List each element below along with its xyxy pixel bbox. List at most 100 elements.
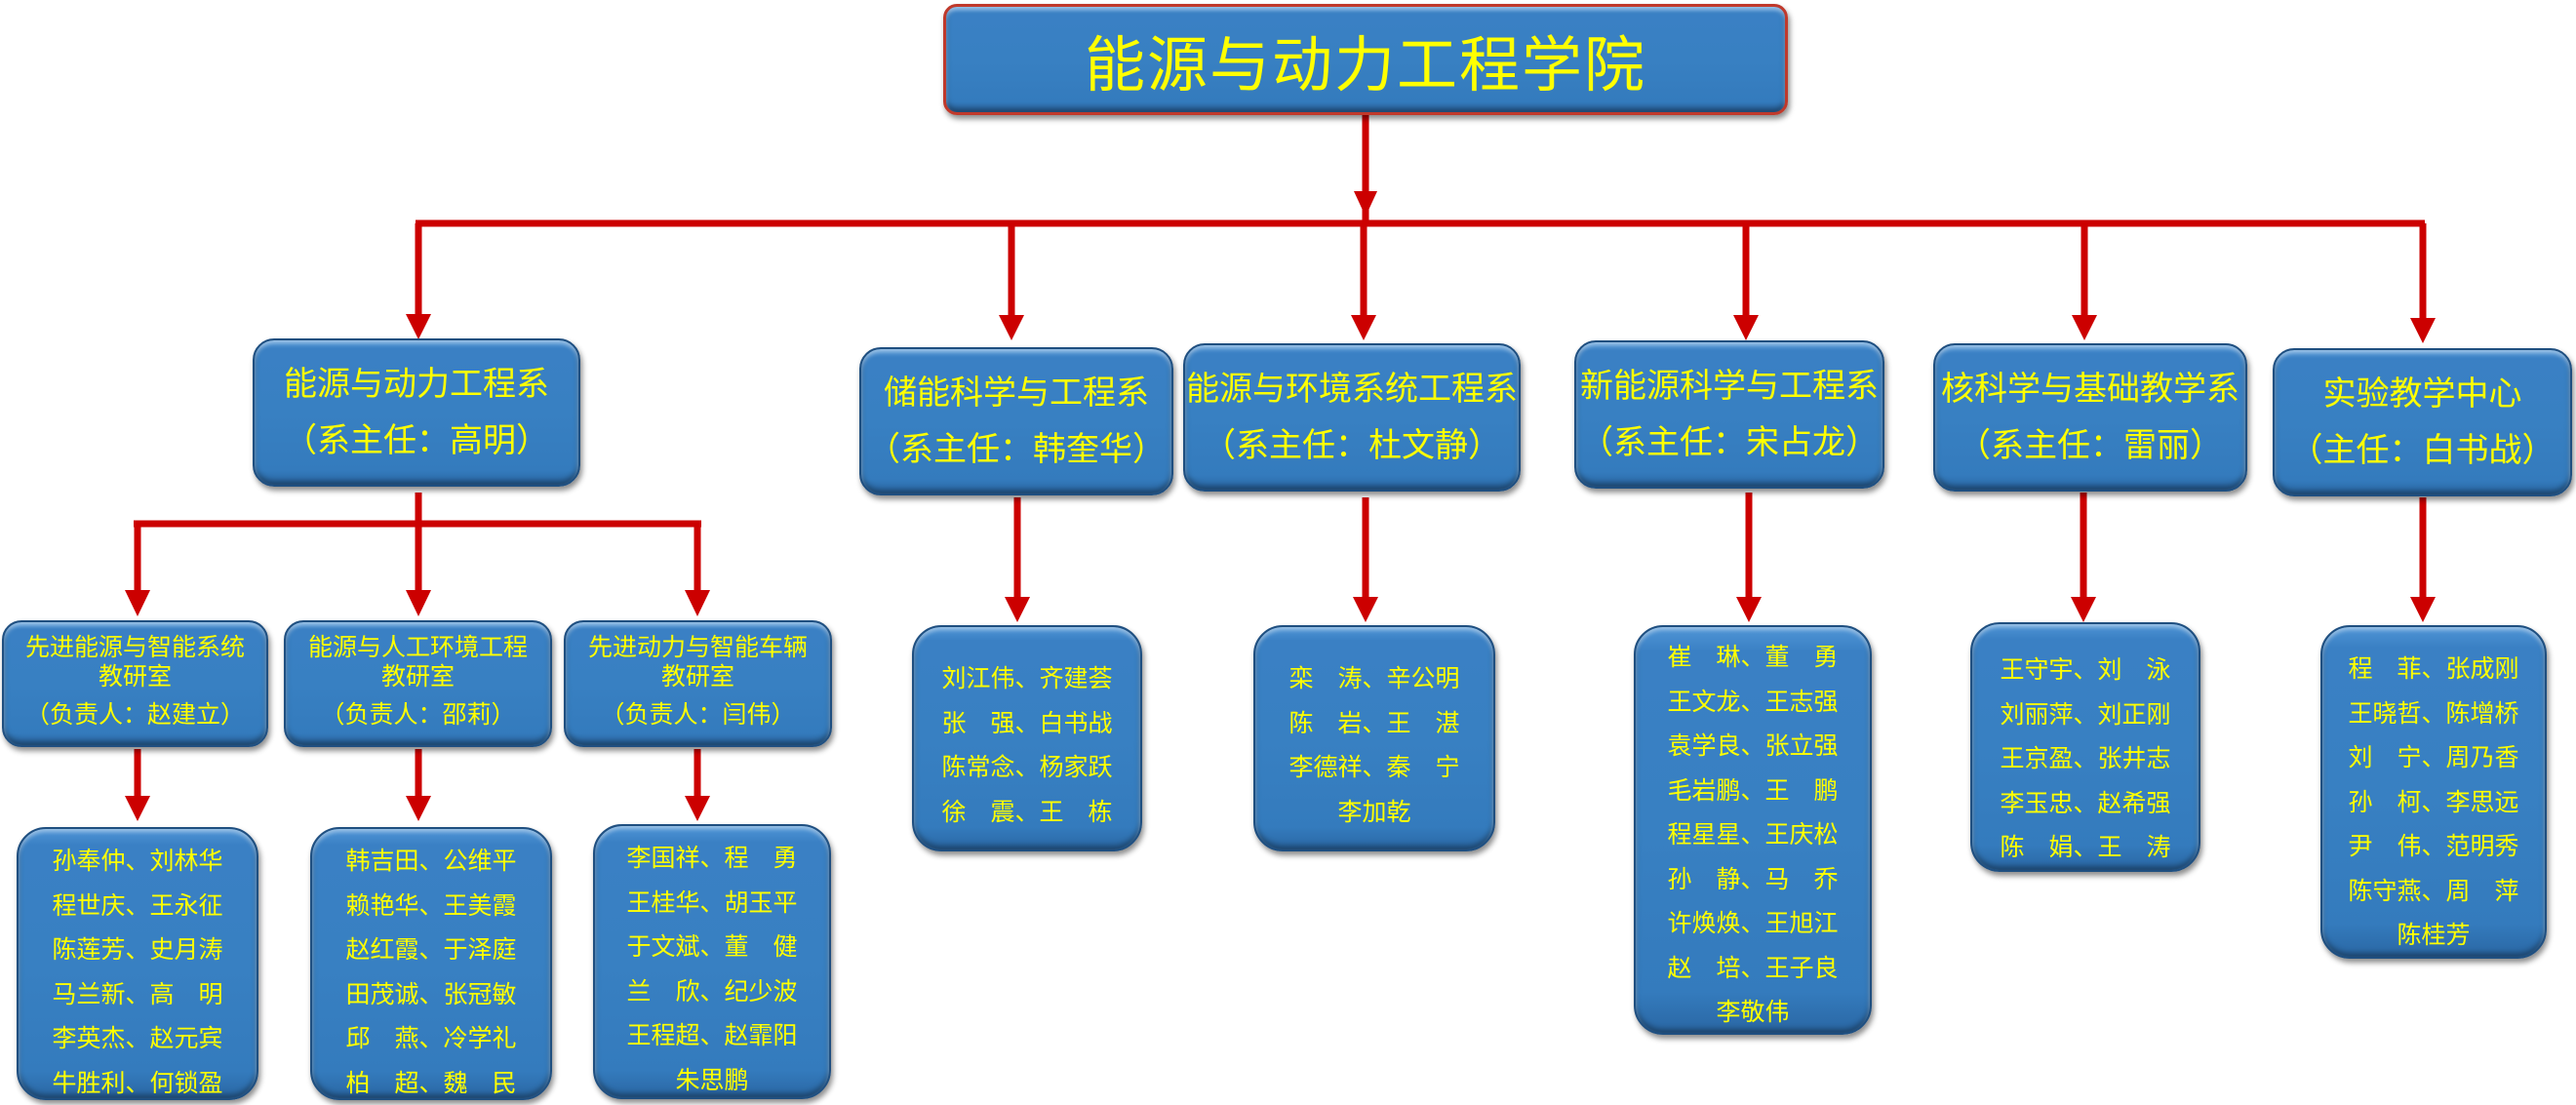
member-row: 李敬伟	[1716, 990, 1789, 1035]
member-row: 张 强、白书战	[941, 701, 1112, 746]
arrow-dept2-members	[1005, 597, 1030, 622]
department-name: 能源与环境系统工程系	[1186, 361, 1518, 417]
department-box: 新能源科学与工程系 （系主任：宋占龙）	[1574, 340, 1884, 489]
member-row: 陈常念、杨家跃	[941, 745, 1112, 790]
member-row: 马兰新、高 明	[52, 972, 222, 1017]
arrow-dept-3	[1351, 315, 1376, 340]
research-room-box: 先进能源与智能系统 教研室 （负责人：赵建立）	[2, 620, 268, 747]
arrow-room2-members	[406, 796, 431, 821]
member-row: 程星星、王庆松	[1667, 812, 1838, 857]
member-row: 孙 柯、李思远	[2348, 780, 2518, 825]
member-row: 朱思鹏	[675, 1058, 748, 1103]
member-row: 陈桂芳	[2397, 913, 2470, 958]
member-row: 赵 培、王子良	[1667, 946, 1838, 991]
department-name: 储能科学与工程系	[884, 365, 1149, 421]
member-row: 田茂诚、张冠敏	[345, 972, 516, 1017]
member-row: 于文斌、董 健	[626, 925, 797, 969]
member-row: 王桂华、胡玉平	[626, 881, 797, 926]
member-row: 袁学良、张立强	[1667, 724, 1838, 769]
arrow-dept4-members	[1736, 597, 1762, 622]
department-box: 能源与环境系统工程系 （系主任：杜文静）	[1183, 343, 1521, 492]
member-row: 柏 超、魏 民	[345, 1061, 516, 1105]
member-row: 赵红霞、于泽庭	[345, 927, 516, 972]
member-list-box: 王守宇、刘 泳 刘丽萍、刘正刚 王京盈、张井志 李玉忠、赵希强 陈 娟、王 涛	[1970, 622, 2200, 872]
college-title: 能源与动力工程学院	[1085, 16, 1646, 103]
arrow-room-1	[125, 590, 150, 616]
member-row: 韩吉田、公维平	[345, 839, 516, 884]
department-head: （主任：白书战）	[2290, 422, 2556, 479]
member-row: 王程超、赵霏阳	[626, 1013, 797, 1058]
member-list-box: 程 菲、张成刚 王晓哲、陈增桥 刘 宁、周乃香 孙 柯、李思远 尹 伟、范明秀 …	[2320, 625, 2547, 959]
member-row: 李德祥、秦 宁	[1288, 745, 1459, 790]
member-row: 程世庆、王永征	[52, 884, 222, 928]
research-room-box: 先进动力与智能车辆 教研室 （负责人：闫伟）	[564, 620, 832, 747]
member-list-box: 李国祥、程 勇 王桂华、胡玉平 于文斌、董 健 兰 欣、纪少波 王程超、赵霏阳 …	[593, 824, 831, 1099]
member-row: 牛胜利、何锁盈	[52, 1061, 222, 1105]
arrow-dept-5	[2072, 315, 2097, 340]
member-list-box: 栾 涛、辛公明 陈 岩、王 湛 李德祥、秦 宁 李加乾	[1253, 625, 1495, 851]
member-row: 赖艳华、王美霞	[345, 884, 516, 928]
arrow-room-2	[406, 590, 431, 616]
member-row: 李国祥、程 勇	[626, 836, 797, 881]
department-box: 能源与动力工程系 （系主任：高明）	[253, 338, 580, 487]
arrow-room-3	[685, 590, 710, 616]
member-row: 王守宇、刘 泳	[2000, 648, 2170, 692]
member-row: 尹 伟、范明秀	[2348, 824, 2518, 869]
department-name: 实验教学中心	[2323, 366, 2522, 422]
department-name: 能源与动力工程系	[284, 356, 549, 413]
department-head: （系主任：雷丽）	[1958, 417, 2223, 474]
department-box: 储能科学与工程系 （系主任：韩奎华）	[859, 347, 1173, 495]
department-head: （系主任：韩奎华）	[867, 421, 1166, 478]
research-room-lead: （负责人：邵莉）	[320, 695, 515, 734]
research-room-lead: （负责人：赵建立）	[25, 695, 245, 734]
member-row: 王文龙、王志强	[1667, 680, 1838, 725]
department-box: 核科学与基础教学系 （系主任：雷丽）	[1933, 343, 2247, 492]
member-row: 兰 欣、纪少波	[626, 969, 797, 1014]
research-room-box: 能源与人工环境工程 教研室 （负责人：邵莉）	[284, 620, 552, 747]
college-title-box: 能源与动力工程学院	[943, 4, 1788, 115]
member-row: 陈 娟、王 涛	[2000, 825, 2170, 870]
member-list-box: 刘江伟、齐建荟 张 强、白书战 陈常念、杨家跃 徐 震、王 栋	[912, 625, 1142, 851]
member-row: 徐 震、王 栋	[941, 790, 1112, 835]
member-row: 李英杰、赵元宾	[52, 1016, 222, 1061]
member-row: 毛岩鹏、王 鹏	[1667, 769, 1838, 813]
research-room-name: 先进能源与智能系统	[25, 633, 245, 662]
research-room-name: 先进动力与智能车辆	[588, 633, 808, 662]
member-row: 陈守燕、周 萍	[2348, 869, 2518, 914]
research-room-suffix: 教研室	[661, 662, 734, 691]
arrow-dept-1	[406, 314, 431, 339]
arrow-room1-members	[125, 796, 150, 821]
research-room-name: 能源与人工环境工程	[308, 633, 528, 662]
arrow-dept6-members	[2410, 597, 2436, 622]
research-room-suffix: 教研室	[99, 662, 172, 691]
member-row: 栾 涛、辛公明	[1288, 656, 1459, 701]
research-room-lead: （负责人：闫伟）	[600, 695, 795, 734]
arrow-dept5-members	[2071, 597, 2096, 622]
member-list-box: 孙奉仲、刘林华 程世庆、王永征 陈莲芳、史月涛 马兰新、高 明 李英杰、赵元宾 …	[17, 827, 258, 1100]
department-box: 实验教学中心 （主任：白书战）	[2273, 348, 2572, 496]
arrow-dept-6	[2410, 318, 2436, 343]
department-head: （系主任：杜文静）	[1203, 417, 1501, 474]
arrow-dept3-members	[1353, 597, 1378, 622]
member-row: 崔 琳、董 勇	[1667, 635, 1838, 680]
department-name: 核科学与基础教学系	[1941, 361, 2239, 417]
arrow-room3-members	[685, 796, 710, 821]
member-row: 刘江伟、齐建荟	[941, 656, 1112, 701]
department-head: （系主任：宋占龙）	[1580, 414, 1879, 471]
member-row: 许焕焕、王旭江	[1667, 901, 1838, 946]
member-row: 刘 宁、周乃香	[2348, 735, 2518, 780]
member-row: 陈 岩、王 湛	[1288, 701, 1459, 746]
member-row: 孙奉仲、刘林华	[52, 839, 222, 884]
member-row: 刘丽萍、刘正刚	[2000, 692, 2170, 737]
member-row: 程 菲、张成刚	[2348, 647, 2518, 691]
research-room-suffix: 教研室	[381, 662, 455, 691]
member-row: 陈莲芳、史月涛	[52, 927, 222, 972]
member-list-box: 崔 琳、董 勇 王文龙、王志强 袁学良、张立强 毛岩鹏、王 鹏 程星星、王庆松 …	[1634, 625, 1872, 1035]
member-row: 孙 静、马 乔	[1667, 857, 1838, 902]
member-row: 李加乾	[1337, 790, 1410, 835]
arrow-college	[1354, 191, 1377, 217]
department-name: 新能源科学与工程系	[1580, 358, 1879, 414]
department-head: （系主任：高明）	[284, 413, 549, 469]
member-row: 王晓哲、陈增桥	[2348, 691, 2518, 736]
member-row: 李玉忠、赵希强	[2000, 781, 2170, 826]
